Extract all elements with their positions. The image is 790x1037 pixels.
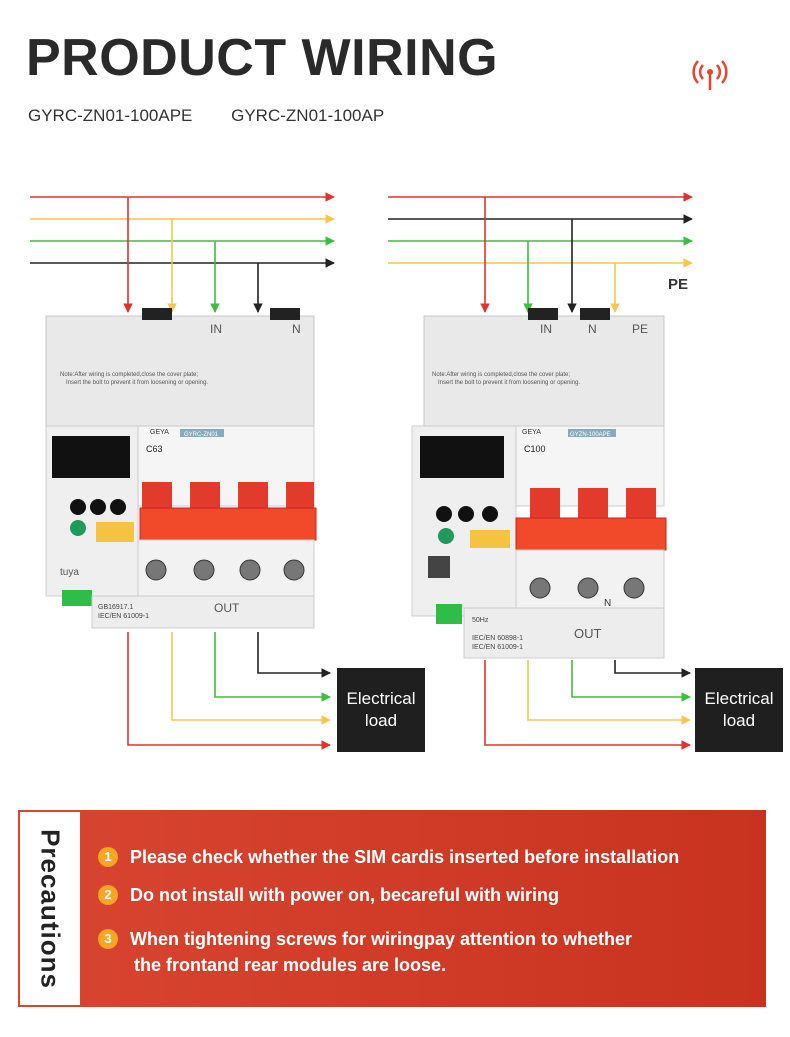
right-n-bottom-label: N [604,598,611,609]
number-badge: 3 [98,929,118,949]
svg-text:IEC/EN 60898-1: IEC/EN 60898-1 [472,635,523,642]
right-n-top-label: N [588,322,597,336]
number-badge: 2 [98,885,118,905]
wifi-signal-icon [692,60,728,90]
right-model-tag: GYZN-100APE [570,432,611,438]
precaution-text: When tightening screws for wiringpay att… [130,929,633,949]
right-in-label: IN [540,322,552,336]
right-rating: C100 [524,444,546,454]
electrical-load-left: Electrical load [337,668,425,752]
number-badge: 1 [98,847,118,867]
model-name: GYRC-ZN01-100AP [231,106,385,125]
svg-text:Note:After wiring is completed: Note:After wiring is completed,close the… [60,372,198,378]
load-label-line: load [364,711,398,730]
svg-text:GB16917.1: GB16917.1 [98,604,134,611]
load-label-line: load [722,711,756,730]
left-n-top-label: N [292,322,301,336]
left-output-wires [127,632,331,750]
left-out-label: OUT [214,601,240,615]
precaution-text: the frontand rear modules are loose. [134,955,447,975]
precautions-tab: Precautions [18,810,82,1007]
precaution-item: 3 When tightening screws for wiringpay at… [98,926,632,978]
svg-text:IEC/EN 61009-1: IEC/EN 61009-1 [98,613,149,620]
right-out-label: OUT [574,626,602,641]
precaution-text: Please check whether the SIM cardis inse… [130,847,680,867]
model-name: GYRC-ZN01-100APE [28,106,193,125]
left-model-tag: GYRC-ZN01 [184,432,219,438]
tuya-label: tuya [60,567,79,578]
left-rating: C63 [146,444,163,454]
precaution-item: 1 Please check whether the SIM cardis ins… [98,844,679,870]
left-brand: GEYA [150,429,169,436]
right-freq: 50Hz [472,617,489,624]
wiring-diagram: IN N Note:After wiring is completed,clos… [30,192,693,750]
svg-text:Insert the bolt to prevent it: Insert the bolt to prevent it from loose… [438,380,580,386]
precaution-text: Do not install with power on, becareful … [130,885,560,905]
load-label-line: Electrical [704,689,774,708]
model-list: GYRC-ZN01-100APE GYRC-ZN01-100AP [28,106,418,126]
right-output-wires [484,660,691,750]
right-pe-top-label: PE [632,322,648,336]
right-breaker: IN N PE Note:After wiring is completed,c… [411,308,667,659]
precautions-title: Precautions [35,828,66,989]
left-breaker: IN N Note:After wiring is completed,clos… [45,308,317,629]
left-in-label: IN [210,322,222,336]
right-brand: GEYA [522,429,541,436]
load-label-line: Electrical [346,689,416,708]
svg-text:Note:After wiring is completed: Note:After wiring is completed,close the… [432,372,570,378]
precautions-panel: Precautions 1 Please check whether the SI… [18,810,766,1007]
electrical-load-right: Electrical load [695,668,783,752]
precaution-item: 2 Do not install with power on, becareful… [98,882,559,908]
page-title: PRODUCT WIRING [26,29,499,87]
left-input-wires [30,192,335,313]
svg-text:IEC/EN 61009-1: IEC/EN 61009-1 [472,644,523,651]
svg-text:Insert the bolt to prevent it: Insert the bolt to prevent it from loose… [66,380,208,386]
pe-label: PE [668,276,689,293]
right-input-wires [388,192,693,313]
